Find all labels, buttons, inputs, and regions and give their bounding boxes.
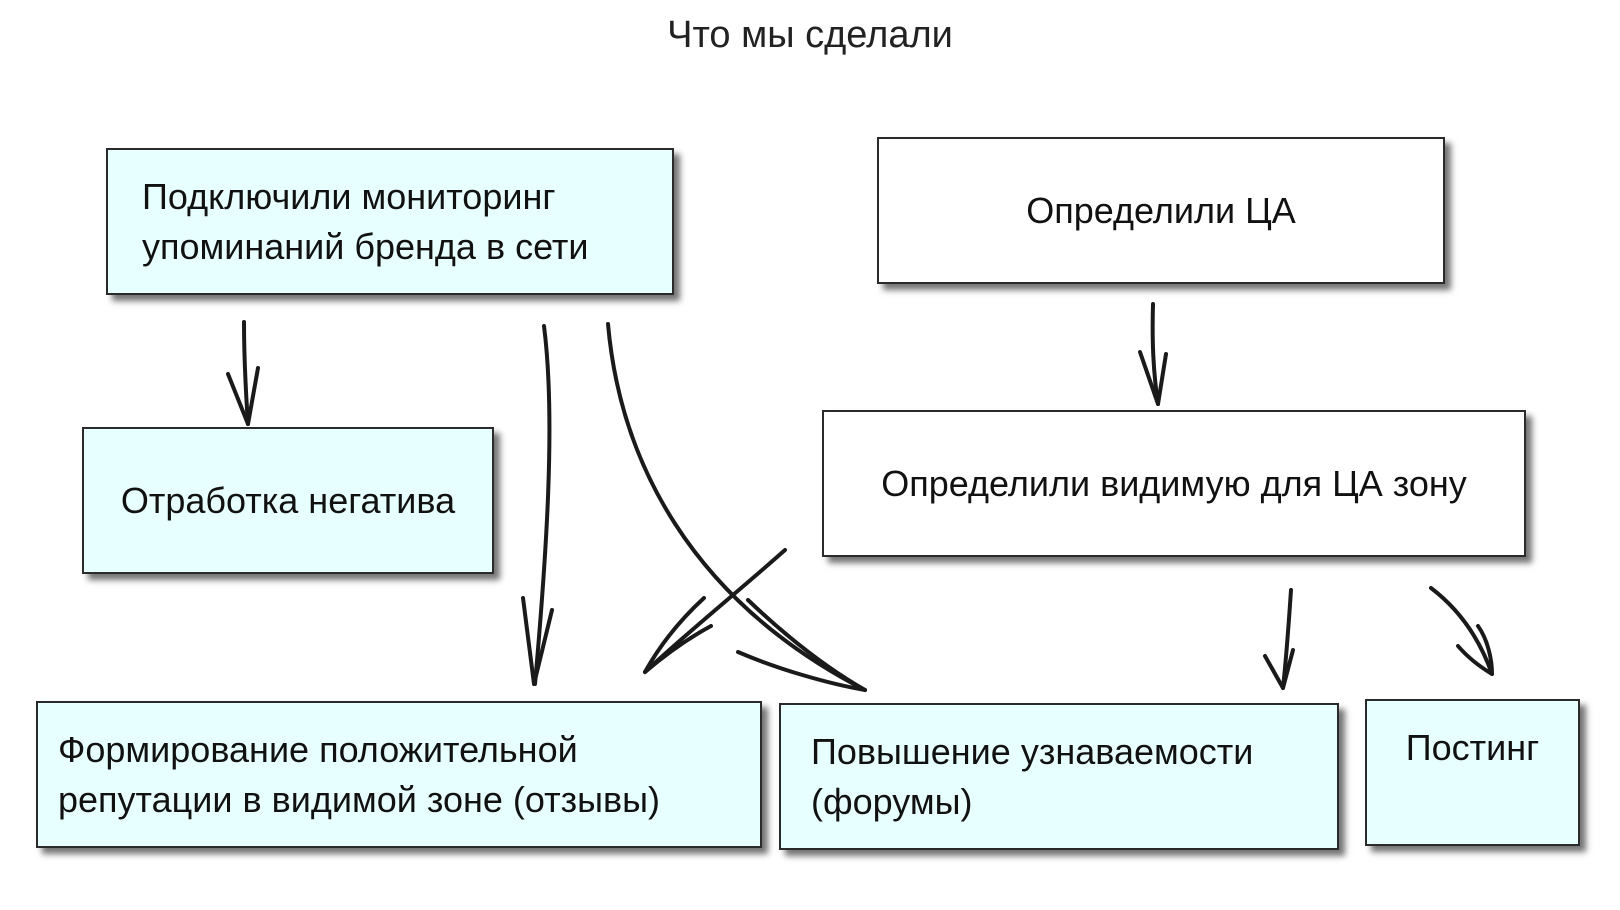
arrow-head-a [746, 598, 867, 692]
edge-target-audience-to-visible-zone [1138, 302, 1168, 406]
arrow-shaft [606, 322, 867, 692]
node-monitoring-line1: Подключили мониторинг [142, 175, 556, 217]
arrow-shaft [1429, 586, 1494, 676]
edge-monitoring-to-awareness [606, 322, 867, 692]
node-awareness: Повышение узнаваемости (форумы) [779, 703, 1339, 850]
edge-visible-zone-to-awareness [1263, 588, 1295, 690]
node-posting: Постинг [1365, 699, 1580, 846]
arrow-shaft [1150, 302, 1160, 406]
node-visible-zone-label: Определили видимую для ЦА зону [881, 462, 1467, 504]
edge-monitoring-to-negative [226, 320, 260, 426]
arrow-head [226, 366, 260, 426]
node-negative-label: Отработка негатива [120, 479, 456, 521]
node-target-audience: Определили ЦА [877, 137, 1445, 284]
edge-visible-zone-to-reputation [643, 548, 787, 674]
node-monitoring: Подключили мониторинг упоминаний бренда … [106, 148, 674, 295]
node-posting-label: Постинг [1405, 727, 1540, 768]
edge-visible-zone-to-posting [1429, 586, 1494, 676]
edge-monitoring-to-reputation [521, 324, 554, 686]
arrow-head [1138, 350, 1168, 406]
node-monitoring-line2: упоминаний бренда в сети [142, 225, 589, 267]
node-reputation-line2: репутации в видимой зоне (отзывы) [58, 778, 660, 820]
arrow-head [521, 596, 554, 686]
node-reputation: Формирование положительной репутации в в… [36, 701, 762, 848]
diagram-title: Что мы сделали [667, 14, 953, 56]
arrow-shaft [242, 320, 250, 426]
arrow-head-b [736, 650, 867, 692]
arrow-head [1263, 648, 1295, 690]
arrow-head-b [643, 624, 713, 674]
node-negative: Отработка негатива [82, 427, 494, 574]
arrow-head-a [643, 596, 706, 674]
node-awareness-line2: (форумы) [811, 780, 973, 822]
node-reputation-line1: Формирование положительной [58, 728, 578, 770]
node-target-audience-label: Определили ЦА [1026, 189, 1296, 231]
arrow-head [1456, 624, 1494, 676]
node-visible-zone: Определили видимую для ЦА зону [822, 410, 1526, 557]
node-awareness-line1: Повышение узнаваемости [811, 730, 1254, 772]
arrow-shaft [533, 324, 552, 686]
